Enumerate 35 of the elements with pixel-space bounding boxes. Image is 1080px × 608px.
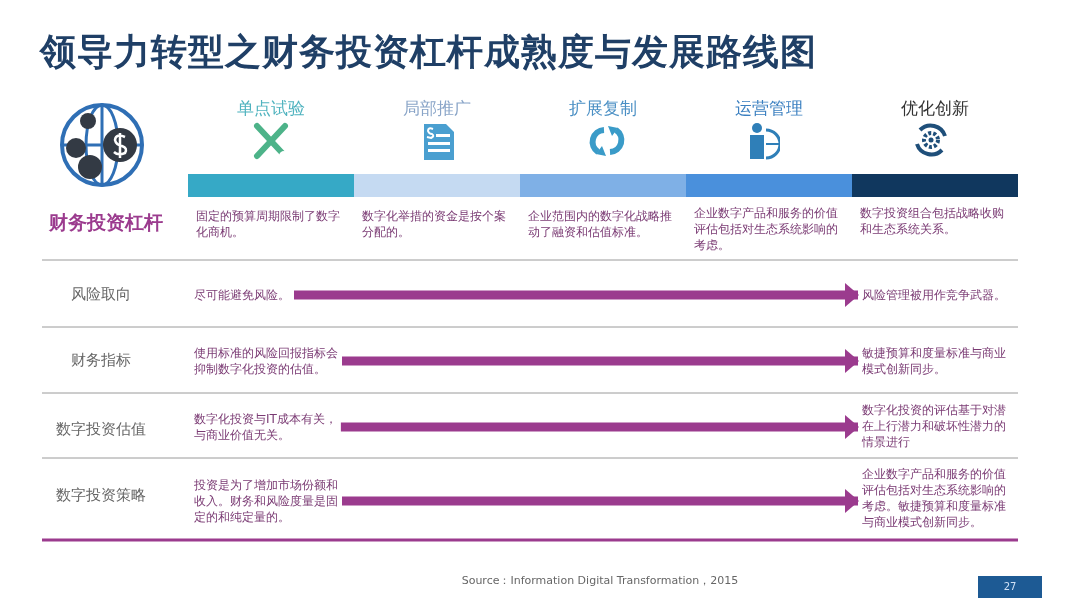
stage-heading: 优化创新 (900, 97, 970, 120)
row-heading: 风险取向 (70, 284, 132, 305)
row-heading: 数字投资估值 (55, 419, 147, 440)
arrow (342, 489, 859, 513)
row-heading: 财务投资杠杆 (48, 210, 164, 235)
row-heading: 财务指标 (70, 350, 132, 371)
stage-bar (520, 174, 686, 197)
page-number: 27 (978, 576, 1042, 598)
stage-bar (354, 174, 520, 197)
stage-heading: 扩展复制 (568, 97, 638, 120)
row-description: 投资是为了增加市场份额和收入。财务和风险度量是固定的和纯定量的。 (194, 476, 339, 526)
slide-title: 领导力转型之财务投资杠杆成熟度与发展路线图 (40, 30, 817, 74)
row-description: 敏捷预算和度量标准与商业模式创新同步。 (862, 344, 1007, 378)
source-note: Source：Information Digital Transformation，2015 (460, 574, 740, 589)
stage-bar (188, 174, 354, 197)
stage-bar (852, 174, 1018, 197)
stage-heading: 运营管理 (734, 97, 804, 120)
stage-description: 企业范围内的数字化战略推动了融资和估值标准。 (528, 208, 673, 241)
row-description: 数字化投资的评估基于对潜在上行潜力和破坏性潜力的情景进行 (862, 401, 1007, 451)
stage-description: 数字投资组合包括战略收购和生态系统关系。 (860, 205, 1005, 238)
row-description: 风险管理被用作竞争武器。 (862, 286, 1007, 304)
row-description: 数字化投资与IT成本有关，与商业价值无关。 (194, 410, 338, 444)
stage-heading: 单点试验 (236, 97, 306, 120)
stage-description: 固定的预算周期限制了数字化商机。 (196, 208, 341, 241)
row-heading: 数字投资策略 (55, 485, 147, 506)
arrow (342, 349, 859, 373)
row-description: 企业数字产品和服务的价值评估包括对生态系统影响的考虑。敏捷预算和度量标准与商业模式创新同步。 (862, 465, 1007, 531)
stage-description: 企业数字产品和服务的价值评估包括对生态系统影响的考虑。 (694, 205, 839, 254)
arrow (294, 283, 859, 307)
row-description: 使用标准的风险回报指标会抑制数字化投资的估值。 (194, 344, 339, 378)
arrow (340, 415, 859, 439)
stage-description: 数字化举措的资金是按个案分配的。 (362, 208, 507, 241)
stage-heading: 局部推广 (402, 97, 472, 120)
stage-bar (686, 174, 852, 197)
row-description: 尽可能避免风险。 (194, 286, 291, 304)
